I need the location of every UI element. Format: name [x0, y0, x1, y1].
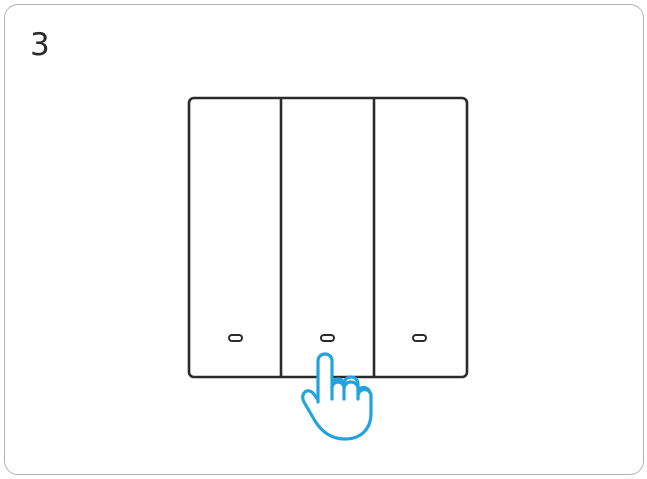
three-gang-switch-icon [189, 98, 467, 377]
